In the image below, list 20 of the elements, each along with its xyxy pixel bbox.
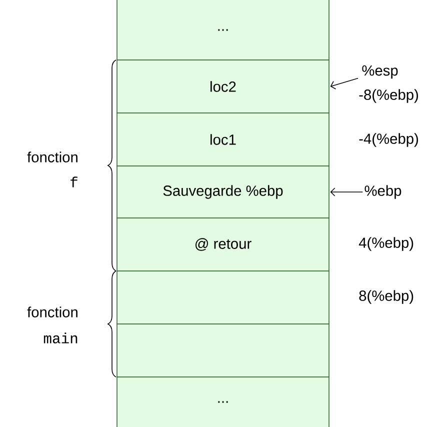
function-label: fonction xyxy=(27,152,78,162)
offset-label: 4(%ebp) xyxy=(358,237,414,251)
memory-cell: loc2 xyxy=(116,60,330,114)
memory-cell: ... xyxy=(116,376,330,427)
empty-memory-cell xyxy=(116,324,330,378)
empty-memory-cell xyxy=(116,270,330,324)
memory-cell: Sauvegarde %ebp xyxy=(116,166,330,218)
function-label: fonction xyxy=(27,306,78,318)
register-label: %ebp xyxy=(364,185,402,199)
offset-label: 8(%ebp) xyxy=(359,290,414,304)
arrow xyxy=(330,78,358,90)
memory-cell: loc1 xyxy=(116,112,330,166)
memory-cell: ... xyxy=(116,0,330,60)
function-name: main xyxy=(44,332,78,344)
offset-label: -4(%ebp) xyxy=(359,133,418,147)
arrow xyxy=(330,188,364,196)
offset-label: -8(%ebp) xyxy=(359,89,418,103)
memory-cell: @ retour xyxy=(116,218,330,272)
function-name: f xyxy=(70,176,78,188)
register-label: %esp xyxy=(362,65,398,79)
